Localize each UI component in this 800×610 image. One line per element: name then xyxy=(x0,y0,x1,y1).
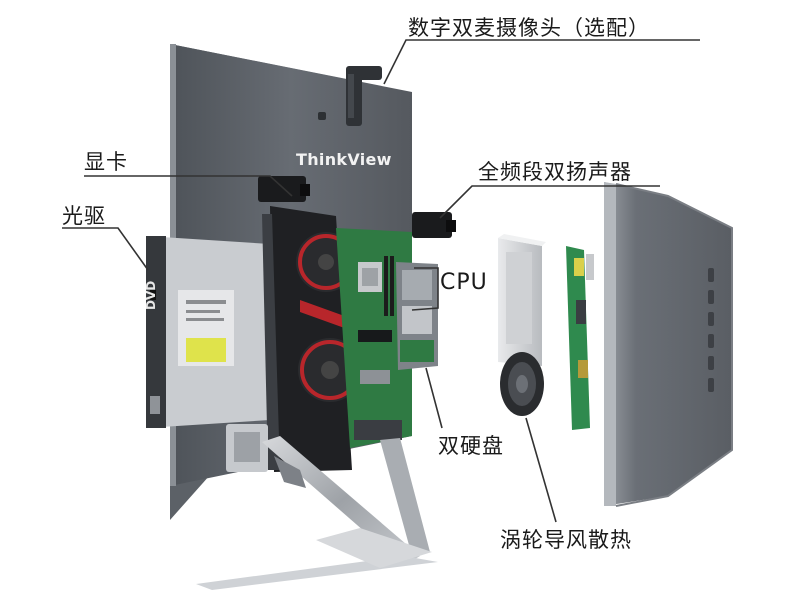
leader-line-cpu xyxy=(411,267,439,311)
monitor-stand xyxy=(196,436,438,590)
leader-line-fan xyxy=(525,417,557,523)
hard-drive-bay xyxy=(396,262,438,370)
leader-line-hdd xyxy=(425,367,443,429)
label-cpu: CPU xyxy=(440,270,488,295)
label-speakers: 全频段双扬声器 xyxy=(478,160,632,184)
leader-line-speakers xyxy=(439,185,660,219)
leader-line-optical xyxy=(62,227,149,271)
circuit-board xyxy=(566,246,594,430)
turbo-blower-fan xyxy=(498,234,546,416)
leader-line-gpu xyxy=(84,175,293,197)
camera-module xyxy=(346,66,382,126)
label-turbo-cooling: 涡轮导风散热 xyxy=(500,528,632,552)
label-dual-hdd: 双硬盘 xyxy=(438,434,504,458)
optical-drive xyxy=(146,236,270,428)
label-optical-drive: 光驱 xyxy=(62,204,106,228)
motherboard xyxy=(336,228,412,448)
dvd-logo: DVD xyxy=(144,280,158,310)
rear-cover xyxy=(604,182,733,507)
leader-lines xyxy=(62,39,700,523)
label-camera: 数字双麦摄像头（选配） xyxy=(408,16,650,40)
io-block xyxy=(226,420,402,472)
label-gpu: 显卡 xyxy=(84,150,128,174)
leader-line-camera xyxy=(383,39,700,85)
brand-logo: ThinkView xyxy=(296,150,392,169)
speaker-left xyxy=(258,176,310,202)
speaker-right xyxy=(412,212,456,238)
